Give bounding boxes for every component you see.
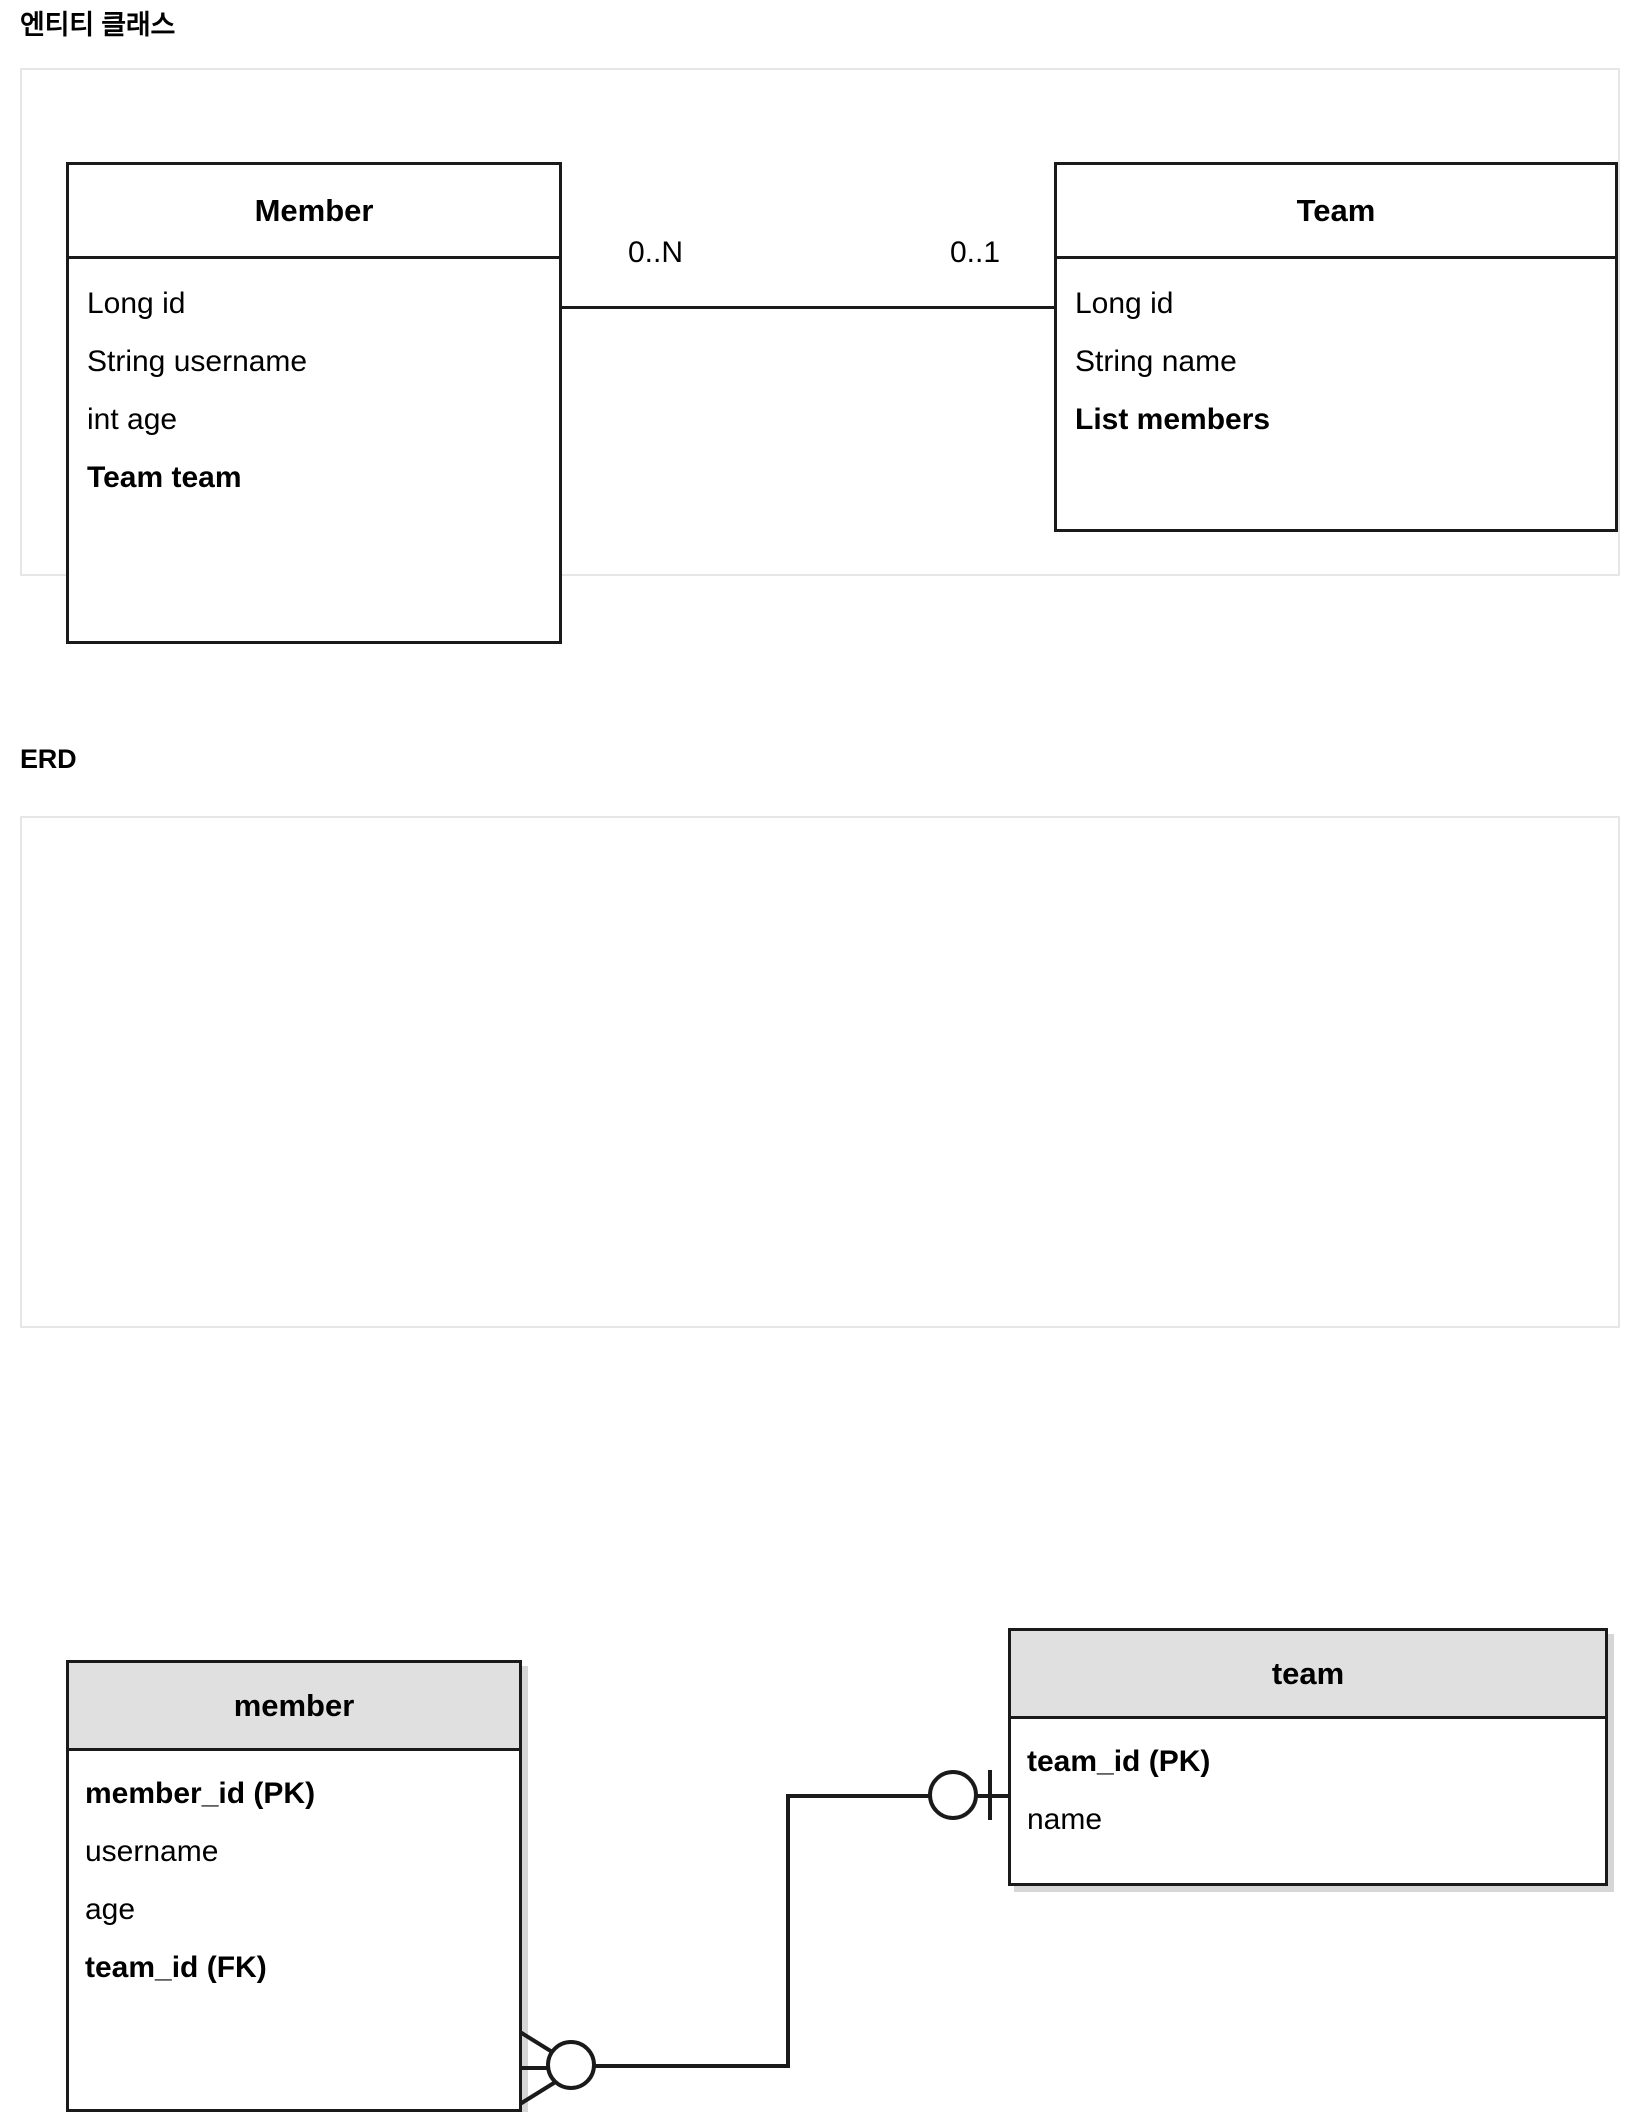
erd-column: name [1027,1803,1103,1836]
erd-column: team_id (PK) [1027,1745,1211,1778]
erd-table-team[interactable]: team team_id (PK) name [1008,1628,1608,1886]
erd-relationship-segment [786,1794,790,2068]
uml-class-member[interactable]: Member Long id String username int age T… [66,162,562,644]
erd-relationship-segment [575,2064,790,2068]
uml-attribute: String name [1075,345,1237,378]
erd-table-member[interactable]: member member_id (PK) username age team_… [66,1660,522,2112]
entity-class-section-title: 엔티티 클래스 [20,10,176,40]
erd-diagram-panel: member member_id (PK) username age team_… [20,816,1620,2112]
entity-class-diagram-panel: Member Long id String username int age T… [20,68,1620,644]
zero-cardinality-circle-icon [546,2040,596,2090]
uml-class-team-title: Team [1057,165,1615,259]
uml-attribute: int age [87,403,178,436]
erd-table-team-columns: team_id (PK) name [1011,1719,1605,1849]
uml-class-team-attributes: Long id String name List members [1057,259,1615,449]
erd-table-member-title: member [69,1663,519,1751]
zero-cardinality-circle-icon [928,1770,978,1820]
erd-column: username [85,1835,219,1868]
uml-class-member-attributes: Long id String username int age Team tea… [69,259,559,507]
uml-class-team[interactable]: Team Long id String name List members [1054,162,1618,532]
erd-section-title: ERD [20,744,77,774]
uml-attribute: Team team [87,461,242,494]
uml-attribute: Long id [87,287,186,320]
one-cardinality-tick-icon [988,1770,992,1820]
erd-relationship-segment [786,1794,932,1798]
multiplicity-label-target: 0..1 [950,236,1001,269]
erd-column: age [85,1893,136,1926]
erd-column: team_id (FK) [85,1951,267,1984]
erd-table-team-title: team [1011,1631,1605,1719]
uml-attribute: String username [87,345,308,378]
uml-association-line [560,306,1056,309]
erd-column: member_id (PK) [85,1777,316,1810]
uml-class-member-title: Member [69,165,559,259]
multiplicity-label-source: 0..N [628,236,684,269]
uml-attribute: Long id [1075,287,1174,320]
uml-attribute: List members [1075,403,1271,436]
erd-table-member-columns: member_id (PK) username age team_id (FK) [69,1751,519,1997]
